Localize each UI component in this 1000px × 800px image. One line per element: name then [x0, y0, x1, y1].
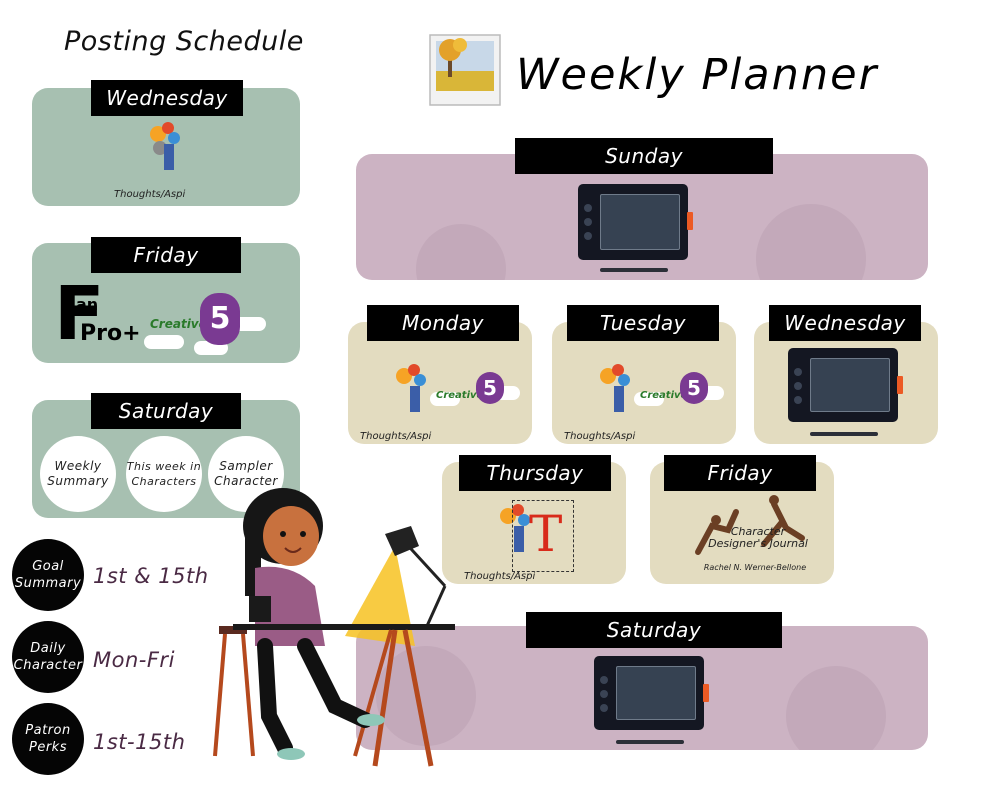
patron-perks-value: 1st-15th	[93, 730, 186, 754]
creative-five: 5	[200, 293, 240, 345]
thoughts-aspirations-logo: Thoughts/Aspi	[560, 362, 668, 444]
creative-5-logo: Creative 5	[634, 368, 724, 438]
photo-icon	[428, 33, 502, 107]
planner-wednesday-label: Wednesday	[769, 305, 921, 341]
posting-schedule-title: Posting Schedule	[64, 26, 304, 57]
daily-character-badge: Daily Character	[12, 621, 84, 693]
planner-monday-label: Monday	[367, 305, 519, 341]
drawing-tablet-icon	[578, 184, 693, 260]
fanpro-pro: Pro+	[80, 321, 141, 346]
thoughts-aspirations-logo: Thoughts/Aspi	[110, 120, 218, 202]
creative-word: Creative	[150, 317, 207, 331]
artist-at-desk-illustration	[213, 488, 455, 767]
daily-character-value: Mon-Fri	[93, 648, 175, 672]
creative-5-logo: Creative 5	[430, 368, 520, 438]
planner-wednesday-card	[754, 322, 938, 444]
creative-word: Creative	[436, 390, 484, 401]
patron-perks-badge: Patron Perks	[12, 703, 84, 775]
thoughts-aspirations-text: Thoughts/Aspi	[464, 571, 536, 582]
thoughts-aspirations-logo: Thoughts/Aspi	[356, 362, 464, 444]
fanpro-f: F	[54, 271, 105, 357]
letter-t: T	[529, 505, 563, 563]
goal-summary-badge: Goal Summary	[12, 539, 84, 611]
letter-t-frame: T	[512, 500, 574, 572]
this-week-in-characters-circle: This week in Characters	[126, 436, 202, 512]
posting-friday-label: Friday	[91, 237, 241, 273]
weekly-planner-title: Weekly Planner	[516, 50, 879, 100]
dancing-figures-icon	[695, 495, 805, 555]
planner-sunday-label: Sunday	[515, 138, 773, 174]
journal-title: Character Designer's Journal	[708, 525, 808, 550]
posting-wednesday-card: Thoughts/Aspi	[32, 88, 300, 206]
posting-saturday-label: Saturday	[91, 393, 241, 429]
planner-thursday-label: Thursday	[459, 455, 611, 491]
planner-monday-card: Thoughts/Aspi Creative 5	[348, 322, 532, 444]
thoughts-aspirations-text: Thoughts/Aspi	[360, 431, 432, 442]
thoughts-aspirations-text: Thoughts/Aspi	[114, 189, 186, 200]
planner-sunday-card	[356, 154, 928, 280]
creative-5-logo: Creative 5	[144, 289, 266, 359]
journal-author: Rachel N. Werner-Bellone	[703, 563, 807, 572]
stylus-pen-icon	[600, 268, 668, 272]
fanpro-an: an	[76, 295, 99, 314]
creative-five: 5	[476, 372, 504, 404]
creative-five: 5	[680, 372, 708, 404]
drawing-tablet-icon	[594, 656, 709, 730]
posting-wednesday-label: Wednesday	[91, 80, 243, 116]
planner-saturday-label: Saturday	[526, 612, 782, 648]
planner-friday-label: Friday	[664, 455, 816, 491]
thoughts-aspirations-text: Thoughts/Aspi	[564, 431, 636, 442]
stylus-pen-icon	[616, 740, 684, 744]
creative-word: Creative	[640, 390, 688, 401]
weekly-summary-circle: Weekly Summary	[40, 436, 116, 512]
fanpro-logo: F an Pro+	[54, 271, 141, 357]
goal-summary-value: 1st & 15th	[93, 564, 209, 588]
stylus-pen-icon	[810, 432, 878, 436]
planner-tuesday-card: Thoughts/Aspi Creative 5	[552, 322, 736, 444]
drawing-tablet-icon	[788, 348, 903, 422]
posting-friday-card: F an Pro+ Creative 5	[32, 243, 300, 363]
planner-tuesday-label: Tuesday	[567, 305, 719, 341]
